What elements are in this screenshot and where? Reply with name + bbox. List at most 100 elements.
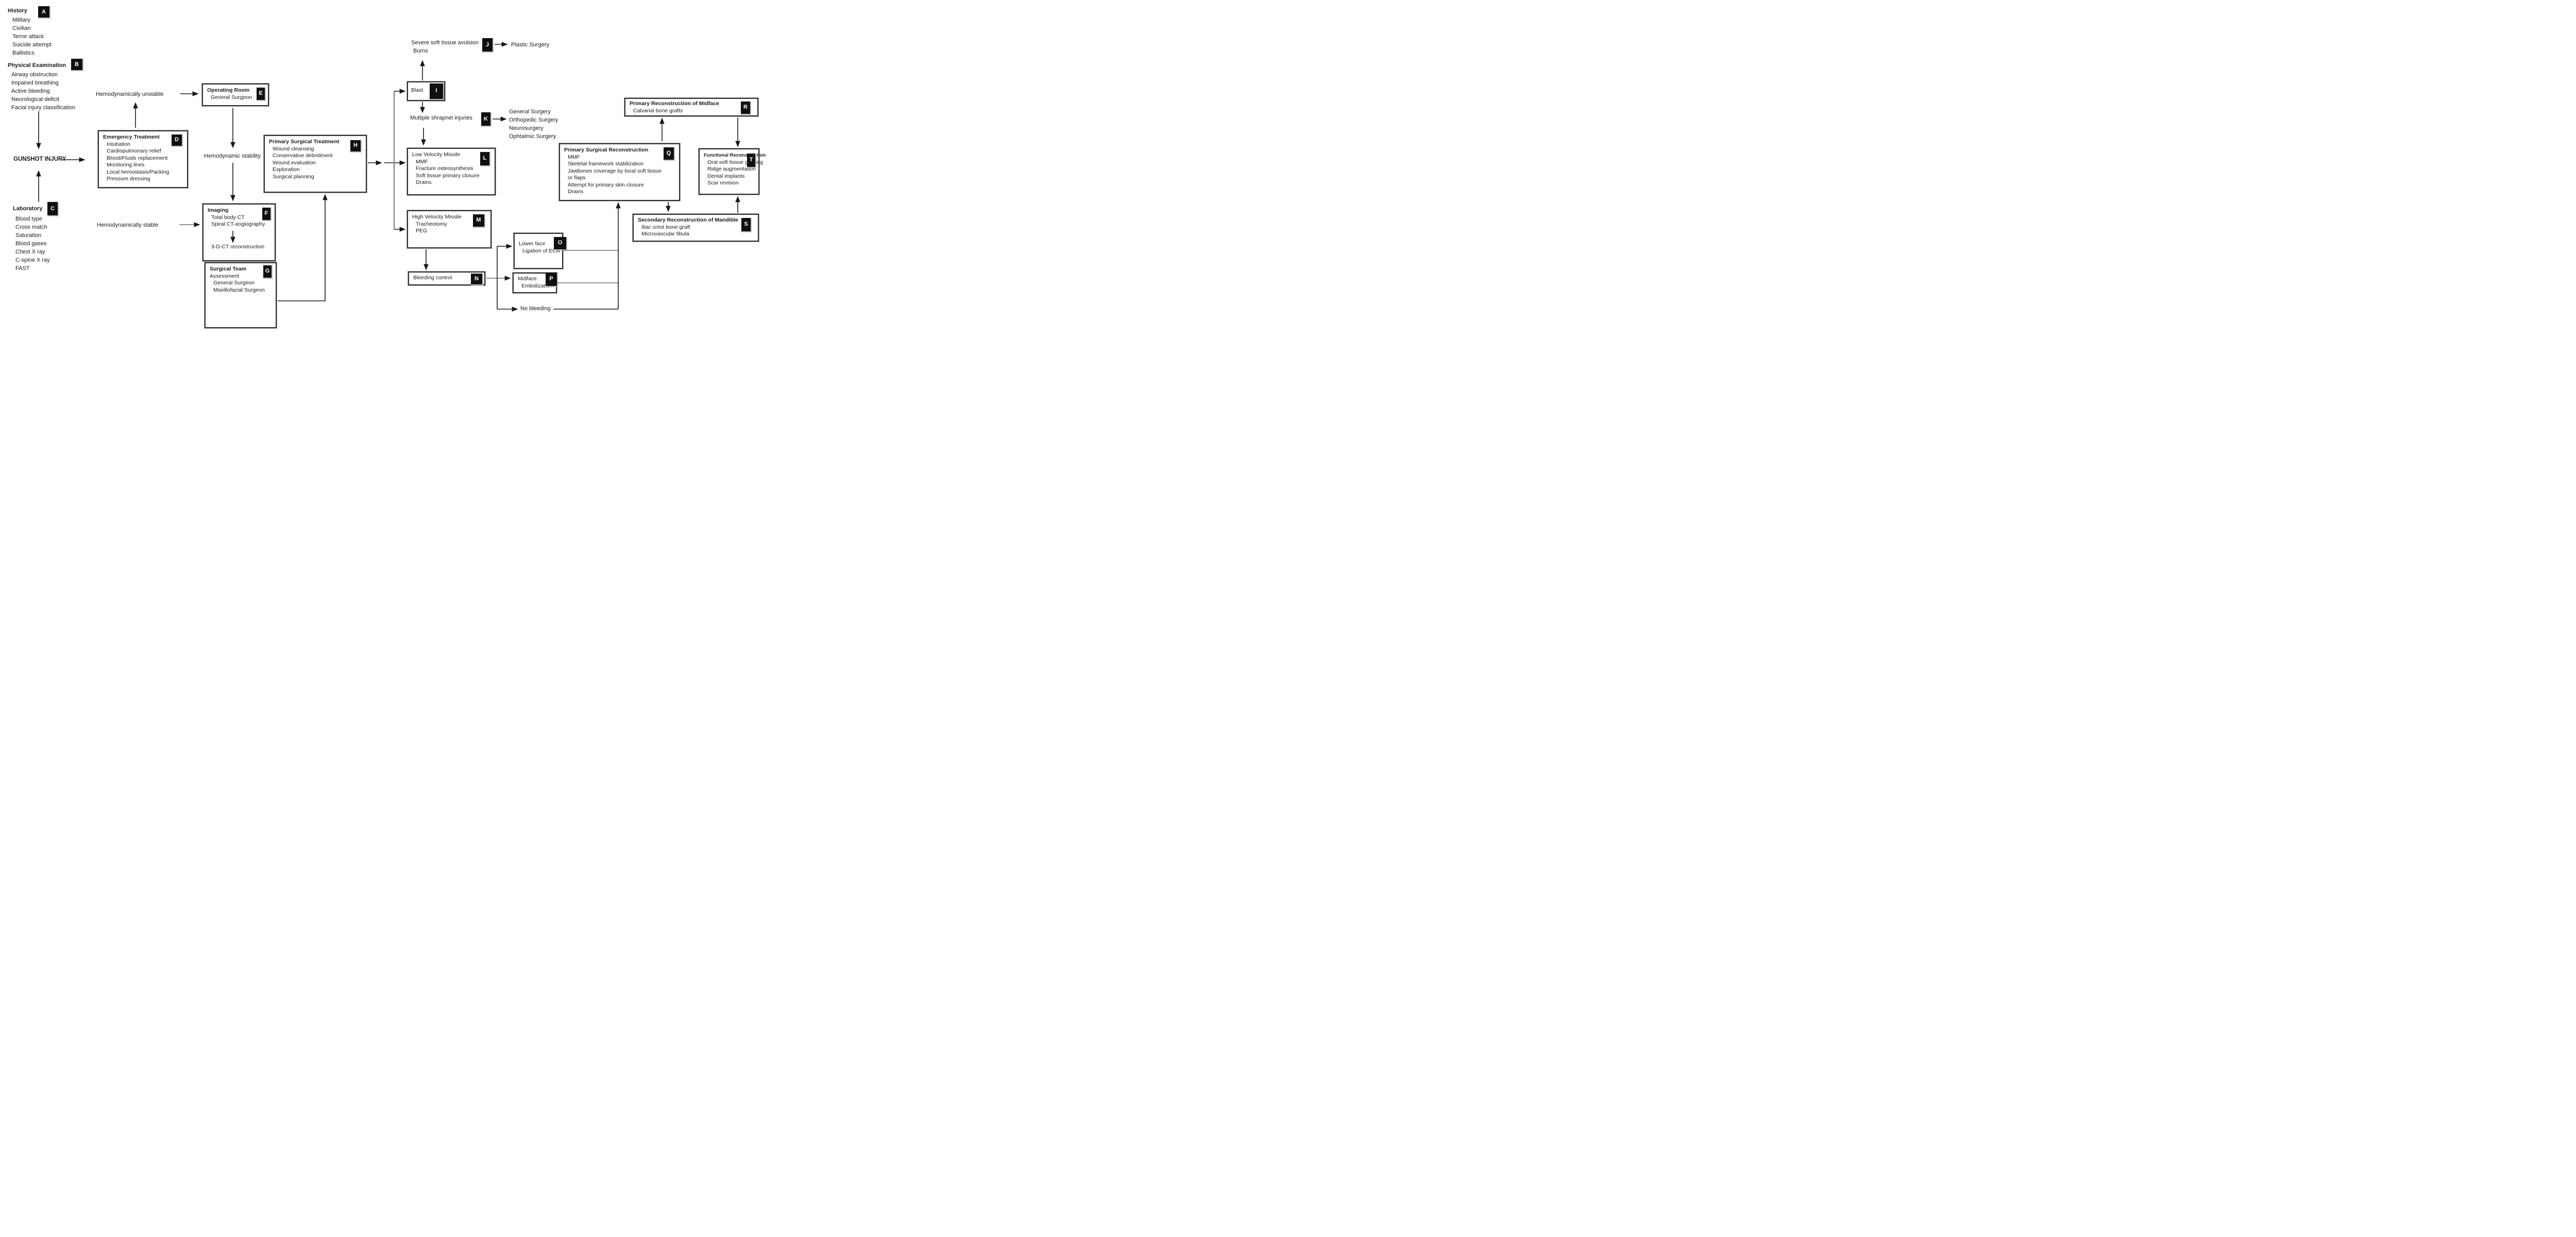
list-item: Monitoring lines: [107, 162, 145, 168]
list-item: FAST: [15, 265, 30, 272]
node-history-title: History: [8, 8, 27, 14]
node-gunshot-injury: GUNSHOT INJURY: [13, 156, 66, 162]
list-item: General Surgeon: [211, 94, 252, 100]
list-item: Ballistics: [12, 50, 35, 56]
list-item: Ligation of ECA: [522, 247, 560, 254]
arrow-team-to-pst: [278, 194, 328, 301]
node-plastic-surgery: Plastic Surgery: [511, 42, 549, 48]
list-item: Neurosurgery: [509, 125, 544, 131]
node-multiple-shrapnel: Multiple shrapnel injuries: [410, 115, 473, 121]
node-low-velocity-missile: L Low Velocity Missile MMF Fracture oste…: [407, 148, 496, 195]
box-title: Primary Reconstruction of Midface: [630, 100, 719, 107]
list-item: Skeletal framework stabilization: [568, 161, 644, 167]
badge-m: M: [473, 214, 484, 227]
list-item: Cardiopulmonary relief: [107, 148, 161, 154]
list-item: Impaired breathing: [11, 80, 59, 86]
list-item: Blood type: [15, 216, 42, 222]
badge-a: A: [38, 6, 49, 18]
list-item: Ridge augmentation: [707, 166, 756, 172]
list-item: Active bleeding: [11, 88, 50, 94]
list-item: C-spine X ray: [15, 257, 50, 263]
node-hemodynamic-stability: Hemodynamic stability: [204, 153, 261, 159]
node-secondary-reconstruction-mandible: S Secondary Reconstruction of Mandible I…: [633, 214, 759, 242]
node-surgical-team: G Surgical Team Assessment General Surge…: [205, 262, 277, 328]
list-item: Maxillofacial Surgeon: [213, 286, 265, 293]
node-severe-soft-tissue-line1: Severe soft tissue avulsion: [411, 40, 479, 46]
badge-c: C: [47, 202, 58, 215]
list-item: Wound cleansing: [273, 145, 314, 152]
badge-o: O: [554, 237, 566, 249]
box-title: High Velocity Missile: [412, 214, 462, 220]
list-item: Blood gases: [15, 241, 47, 247]
node-imaging: F Imaging Total body CT Spiral CT-angiog…: [202, 204, 276, 261]
list-item: MMF: [568, 154, 580, 160]
node-blast: I Blast: [407, 81, 445, 101]
list-item: Conservative debridment: [273, 152, 333, 159]
box-title: Secondary Reconstruction of Mandible: [638, 217, 738, 223]
list-item: MMF: [416, 158, 428, 165]
box-title: Low Velocity Missile: [412, 151, 461, 158]
list-item: Wound evaluation: [273, 159, 316, 166]
list-item: Saturation: [15, 232, 42, 239]
badge-q: Q: [664, 147, 674, 160]
badge-r: R: [741, 101, 750, 114]
list-item: Ophtalmic Surgery: [509, 133, 556, 140]
list-item: Pressure dressing: [107, 176, 150, 182]
node-laboratory-title: Laboratory: [13, 206, 43, 212]
list-item: Soft tissue primary closure: [416, 172, 480, 179]
list-item: Local hemostasis/Packing: [107, 168, 170, 175]
box-title: Lower face: [519, 241, 546, 247]
node-no-bleeding: No bleeding: [520, 306, 551, 312]
list-item: Facial injury classification: [11, 105, 76, 111]
list-item: Suicide attempt: [12, 42, 52, 48]
node-operating-room: E Operating Room General Surgeon: [202, 83, 269, 106]
badge-l: L: [480, 152, 489, 165]
list-item: Jawbones coverage by local soft tissue: [568, 167, 662, 174]
list-item: Microvascular fibula: [641, 231, 689, 237]
list-item: Exploration: [273, 166, 300, 173]
badge-j: J: [482, 38, 493, 52]
box-title: Surgical Team: [210, 266, 246, 272]
list-item: Military: [12, 17, 30, 23]
flowchart-canvas: A B C J K History Military Civilian Terr…: [0, 0, 808, 333]
list-item: Blood/Fluids replacement: [107, 155, 168, 161]
list-item: Scar revision: [707, 180, 739, 186]
badge-n: N: [471, 274, 482, 284]
list-item: or flaps: [568, 175, 586, 181]
node-physical-examination-title: Physical Examination: [8, 62, 66, 69]
badge-b: B: [71, 59, 82, 70]
node-lower-face: O Lower face Ligation of ECA: [514, 233, 566, 269]
list-item: Terror attack: [12, 33, 44, 40]
box-title: Midface: [518, 276, 537, 282]
node-high-velocity-missile: M High Velocity Missile Tracheotomy PEG: [407, 210, 492, 248]
badge-t: T: [747, 154, 755, 167]
badge-i: I: [430, 83, 443, 99]
box-title: Operating Room: [207, 87, 250, 93]
node-midface: P Midface Embolization: [513, 273, 557, 293]
badge-f: F: [262, 208, 270, 220]
list-item: Embolization: [521, 282, 553, 289]
list-item: Intubation: [107, 141, 131, 147]
list-item: General Surgery: [509, 109, 551, 115]
list-item: Tracheotomy: [416, 221, 447, 227]
box-label: Bleeding control: [413, 275, 452, 281]
box-title: Functional Reconstruction: [704, 152, 766, 158]
badge-p: P: [546, 273, 557, 286]
node-primary-surgical-treatment: H Primary Surgical Treatment Wound clean…: [264, 135, 367, 193]
list-item: Iliac crest bone graft: [641, 224, 690, 230]
list-item: Attempt for primary skin closure: [568, 181, 644, 188]
badge-k: K: [481, 112, 490, 126]
node-hemodynamically-stable: Hemodynamically stable: [97, 222, 159, 228]
box-label: Blast: [411, 87, 423, 93]
list-item: Drains: [568, 189, 584, 195]
box-title: Primary Surgical Treatment: [269, 139, 340, 145]
list-item: Fracture osteosynthesis: [416, 165, 473, 172]
list-item: Orthopedic Surgery: [509, 117, 558, 123]
list-item: Chest X ray: [15, 249, 45, 255]
list-item: Airway obstruction: [11, 72, 58, 78]
list-item: Calvarial bone grafts: [633, 107, 683, 114]
badge-s: S: [741, 218, 751, 231]
list-item: Civilian: [12, 25, 31, 31]
list-item: Total body CT: [211, 214, 245, 221]
list-item: Spiral CT-angiography: [211, 221, 265, 227]
